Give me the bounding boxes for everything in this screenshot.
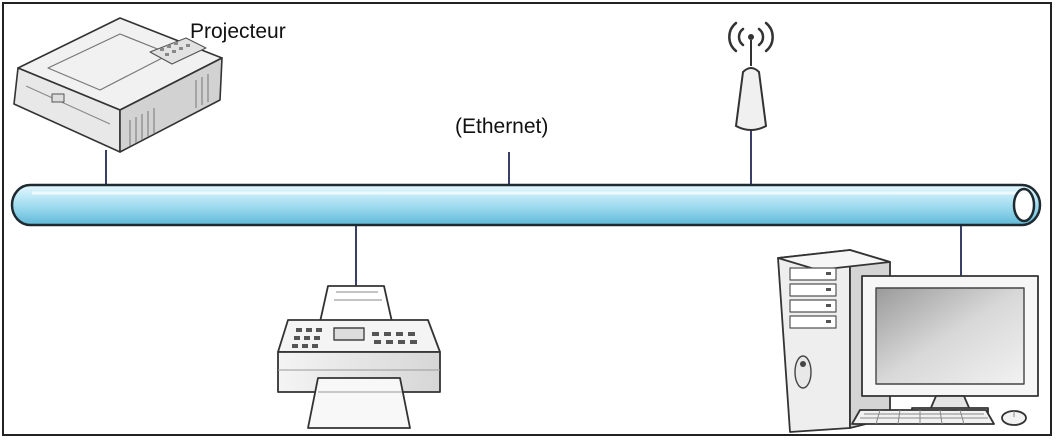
ethernet-cable <box>10 183 1042 227</box>
desktop-computer-icon <box>777 249 1039 433</box>
projector-label: Projecteur <box>190 20 286 43</box>
printer-icon <box>277 285 441 429</box>
projector-icon <box>13 17 223 153</box>
connector-lines <box>105 128 962 288</box>
ethernet-label: (Ethernet) <box>455 115 548 138</box>
wireless-antenna-icon <box>728 21 774 131</box>
cable-end <box>1012 187 1036 223</box>
